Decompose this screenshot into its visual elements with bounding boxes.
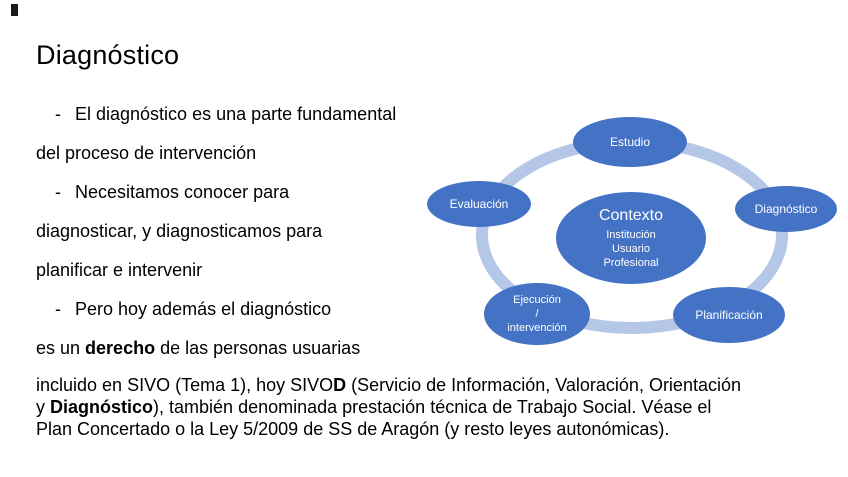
contexto-line: Usuario bbox=[612, 243, 650, 255]
emphasis-derecho: derecho bbox=[85, 338, 156, 358]
node-evaluacion: Evaluación bbox=[427, 181, 531, 227]
contexto-line: Institución bbox=[606, 229, 656, 241]
footer-text: y bbox=[36, 397, 51, 417]
bullet-text: de las personas usuarias bbox=[155, 338, 361, 358]
footer-text: ), también denominada prestación técnica… bbox=[153, 397, 712, 417]
node-planificacion: Planificación bbox=[673, 287, 785, 343]
emphasis-d: D bbox=[333, 375, 347, 395]
bullet-line: es un derecho de las personas usuarias bbox=[36, 329, 456, 368]
slide-title: Diagnóstico bbox=[36, 40, 180, 70]
bullet-dash: - bbox=[55, 104, 61, 124]
footer-text: incluido en SIVO (Tema 1), hoy SIVO bbox=[36, 375, 334, 395]
node-contexto-center: Contexto Institución Usuario Profesional bbox=[556, 192, 706, 284]
node-ejecucion-line: Ejecución bbox=[513, 294, 561, 306]
footer-line: y Diagnóstico), también denominada prest… bbox=[36, 396, 826, 418]
bullet-text: es un bbox=[36, 338, 86, 358]
bullet-dash: - bbox=[55, 182, 61, 202]
contexto-title: Contexto bbox=[598, 207, 664, 224]
bullet-line: diagnosticar, y diagnosticamos para bbox=[36, 221, 323, 241]
bullet-line: del proceso de intervención bbox=[36, 143, 257, 163]
node-estudio: Estudio bbox=[573, 117, 687, 167]
bullet-line: -El diagnóstico es una parte fundamental bbox=[36, 95, 456, 134]
bullet-line: -Necesitamos conocer para bbox=[36, 173, 456, 212]
corner-mark bbox=[11, 4, 18, 16]
bullet-line: -Pero hoy además el diagnóstico bbox=[36, 290, 456, 329]
bullet-list: -El diagnóstico es una parte fundamental… bbox=[36, 95, 456, 368]
bullet-text: Necesitamos conocer para bbox=[75, 182, 290, 202]
footer-line: incluido en SIVO (Tema 1), hoy SIVOD (Se… bbox=[36, 374, 826, 396]
bullet-line: planificar e intervenir bbox=[36, 260, 203, 280]
cycle-diagram: Estudio Evaluación Diagnóstico Planifica… bbox=[420, 90, 848, 360]
node-ejecucion-line: / bbox=[535, 308, 539, 320]
emphasis-diagnostico: Diagnóstico bbox=[50, 397, 154, 417]
footer-paragraph: incluido en SIVO (Tema 1), hoy SIVOD (Se… bbox=[36, 374, 826, 440]
node-ejecucion-intervencion: Ejecución / intervención bbox=[484, 283, 590, 345]
contexto-line: Profesional bbox=[603, 257, 659, 269]
node-diagnostico: Diagnóstico bbox=[735, 186, 837, 232]
footer-text: (Servicio de Información, Valoración, Or… bbox=[346, 375, 741, 395]
bullet-text: El diagnóstico es una parte fundamental bbox=[75, 104, 397, 124]
node-ejecucion-line: intervención bbox=[507, 322, 567, 334]
footer-line: Plan Concertado o la Ley 5/2009 de SS de… bbox=[36, 419, 670, 439]
bullet-dash: - bbox=[55, 299, 61, 319]
bullet-text: Pero hoy además el diagnóstico bbox=[75, 299, 332, 319]
